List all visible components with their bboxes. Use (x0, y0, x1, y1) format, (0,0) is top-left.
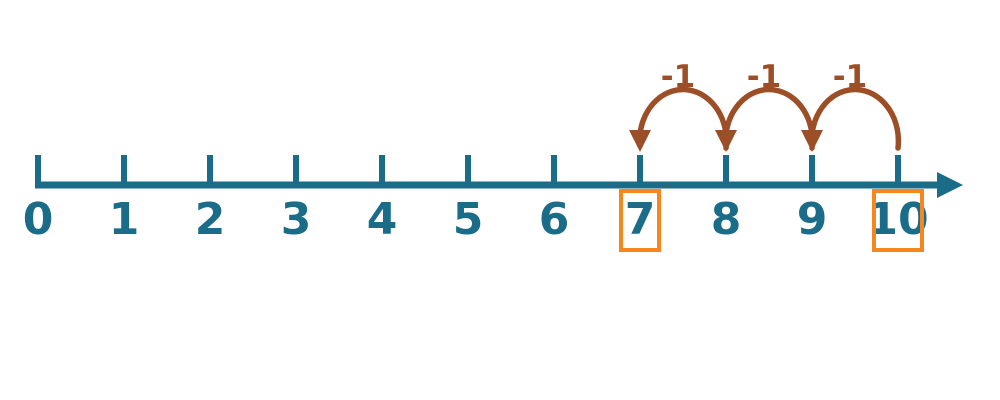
jump-label: -1 (661, 59, 695, 95)
number-label: 3 (281, 194, 312, 245)
number-label: 8 (711, 194, 742, 245)
jump-label: -1 (747, 59, 781, 95)
number-label: 6 (539, 194, 570, 245)
jump-arc (723, 86, 816, 151)
highlight-box (619, 189, 661, 252)
highlight-box (872, 189, 924, 252)
jump-label: -1 (833, 59, 867, 95)
number-label: 5 (453, 194, 484, 245)
number-label: 1 (109, 194, 140, 245)
number-label: 0 (23, 194, 54, 245)
number-label: 10 (867, 194, 928, 245)
number-label: 7 (625, 194, 656, 245)
number-label: 9 (797, 194, 828, 245)
jump-arc (637, 86, 730, 151)
number-label: 2 (195, 194, 226, 245)
axis-arrowhead-icon (937, 172, 963, 198)
jump-arc (809, 86, 902, 151)
jump-arrowhead-icon (629, 130, 651, 152)
number-label: 4 (367, 194, 398, 245)
